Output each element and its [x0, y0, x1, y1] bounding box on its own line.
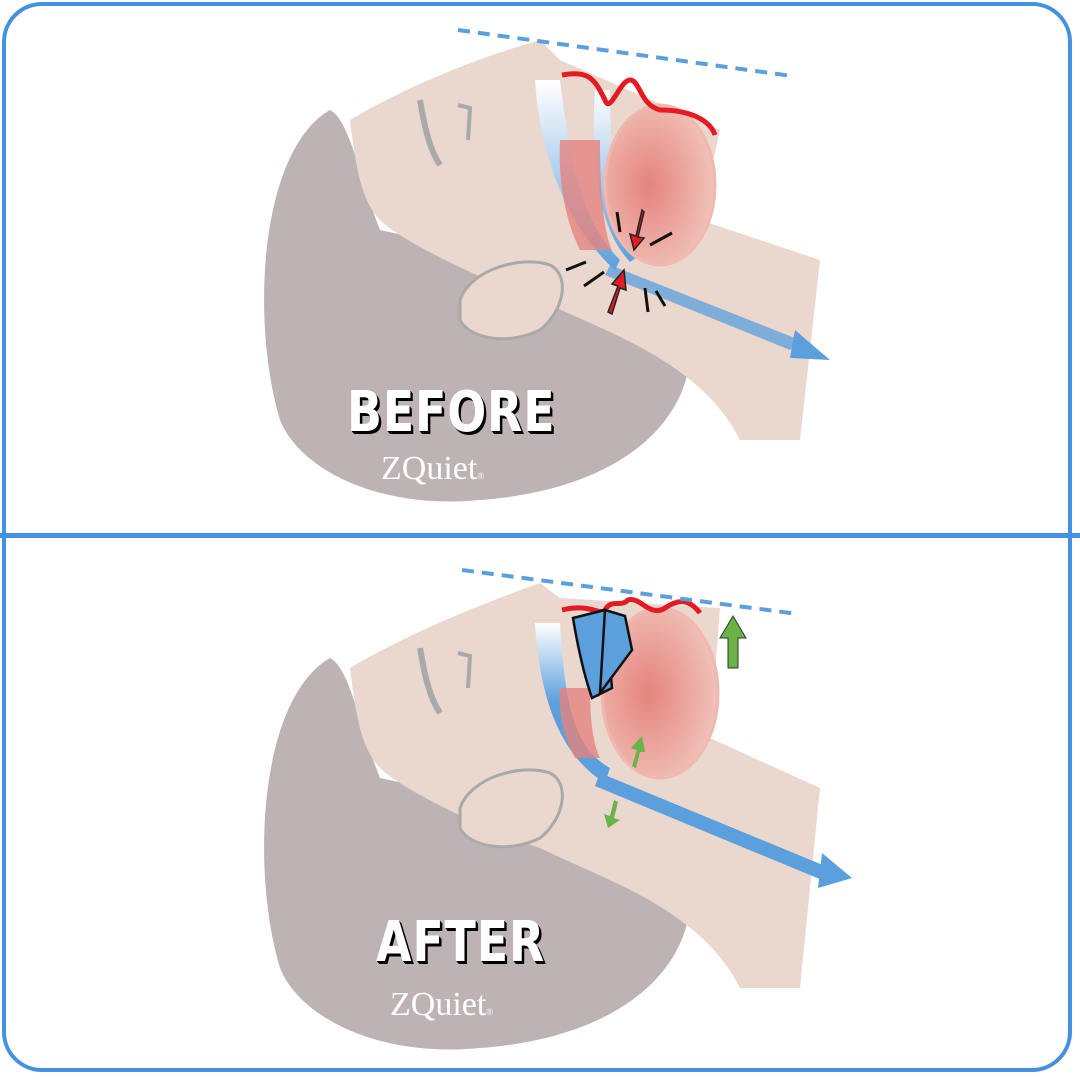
zquiet-mouthpiece-icon: [571, 608, 634, 700]
hair-shape: [264, 658, 691, 1050]
reference-line: [461, 568, 799, 616]
registered-mark: ®: [477, 471, 485, 481]
airway-open-arrow-down-icon: [604, 800, 620, 828]
brand-name: ZQuiet: [390, 986, 487, 1023]
vibration-lines-icon: [565, 211, 673, 313]
airway-open-arrow-up-icon: [631, 736, 645, 768]
ear-icon: [458, 768, 564, 849]
registered-mark: ®: [486, 1007, 494, 1017]
before-panel: BEFORE ZQuiet®: [0, 0, 1080, 530]
after-label: AFTER: [376, 910, 546, 975]
ear-icon: [458, 260, 564, 341]
brand-logo: ZQuiet®: [390, 986, 493, 1024]
nose-icon: [457, 103, 473, 141]
after-panel: AFTER ZQuiet®: [0, 538, 1080, 1068]
after-illustration: [264, 568, 852, 1050]
before-label: BEFORE: [347, 380, 556, 445]
nose-icon: [457, 651, 473, 689]
reference-line: [457, 28, 793, 78]
before-illustration: [264, 28, 830, 502]
eye-icon: [417, 99, 443, 167]
eye-icon: [417, 647, 443, 715]
brand-logo: ZQuiet®: [381, 450, 484, 488]
brand-name: ZQuiet: [381, 450, 478, 487]
jaw-forward-arrow-icon: [719, 615, 747, 669]
panel-divider: [0, 533, 1080, 538]
jaw-line: [561, 71, 718, 137]
pressure-arrow-up-icon: [607, 268, 627, 316]
pressure-arrow-down-icon: [628, 208, 646, 252]
